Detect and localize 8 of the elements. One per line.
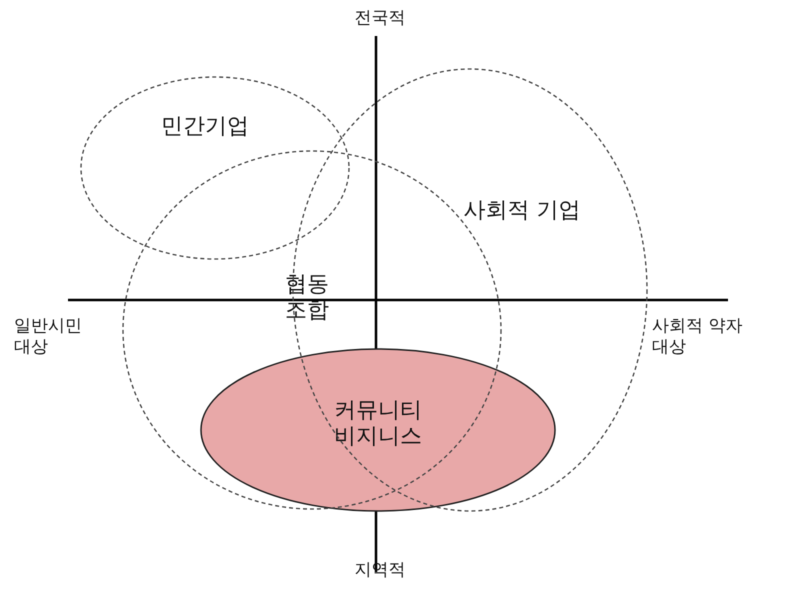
ellipse-label: 민간기업 xyxy=(160,114,250,140)
axis-label: 일반시민 대상 xyxy=(14,316,83,358)
axis-label: 전국적 xyxy=(354,8,406,30)
ellipse-label: 커뮤니티 비지니스 xyxy=(333,398,423,451)
axis-label: 지역적 xyxy=(354,560,406,582)
ellipse-label: 협동 조합 xyxy=(284,272,330,325)
axis-label: 사회적 약자 대상 xyxy=(652,316,744,358)
ellipse-label: 사회적 기업 xyxy=(462,198,582,224)
